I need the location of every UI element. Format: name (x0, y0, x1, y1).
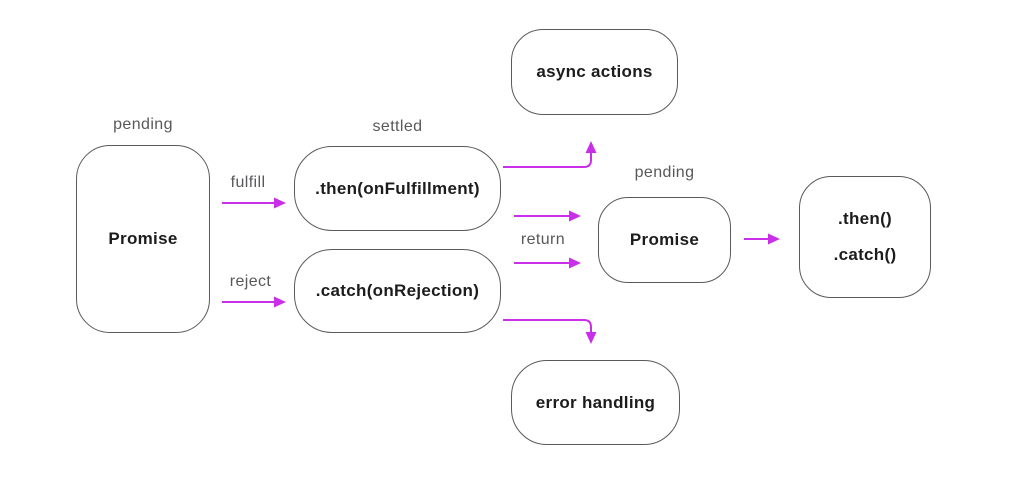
pending-state-label-2: pending (634, 164, 695, 181)
node-catch-onrejection: .catch(onRejection) (294, 249, 501, 333)
settled-state-label: settled (372, 118, 423, 135)
node-promise-2: Promise (598, 197, 731, 283)
node-chained-then-catch: .then() .catch() (799, 176, 931, 298)
node-catch-onrejection-label: .catch(onRejection) (315, 281, 480, 300)
node-promise-1-label: Promise (108, 229, 178, 248)
node-chained-then-label: .then() (837, 209, 893, 228)
node-async-actions-label: async actions (536, 62, 653, 81)
node-promise-1: Promise (76, 145, 210, 333)
catch-to-error-handling-arrow (503, 319, 597, 344)
node-then-onfulfillment: .then(onFulfillment) (294, 146, 501, 231)
fulfill-edge-label: fulfill (230, 174, 266, 191)
then-to-async-actions-arrow (503, 141, 597, 168)
return-edge-label: return (520, 231, 566, 248)
reject-edge-label: reject (229, 273, 272, 290)
node-error-handling-label: error handling (535, 392, 656, 412)
node-then-onfulfillment-label: .then(onFulfillment) (315, 178, 480, 198)
node-promise-2-label: Promise (629, 230, 700, 249)
node-error-handling: error handling (511, 360, 680, 445)
node-chained-catch-label: .catch() (833, 245, 897, 264)
pending-state-label-1: pending (113, 116, 173, 133)
node-async-actions: async actions (511, 29, 678, 115)
